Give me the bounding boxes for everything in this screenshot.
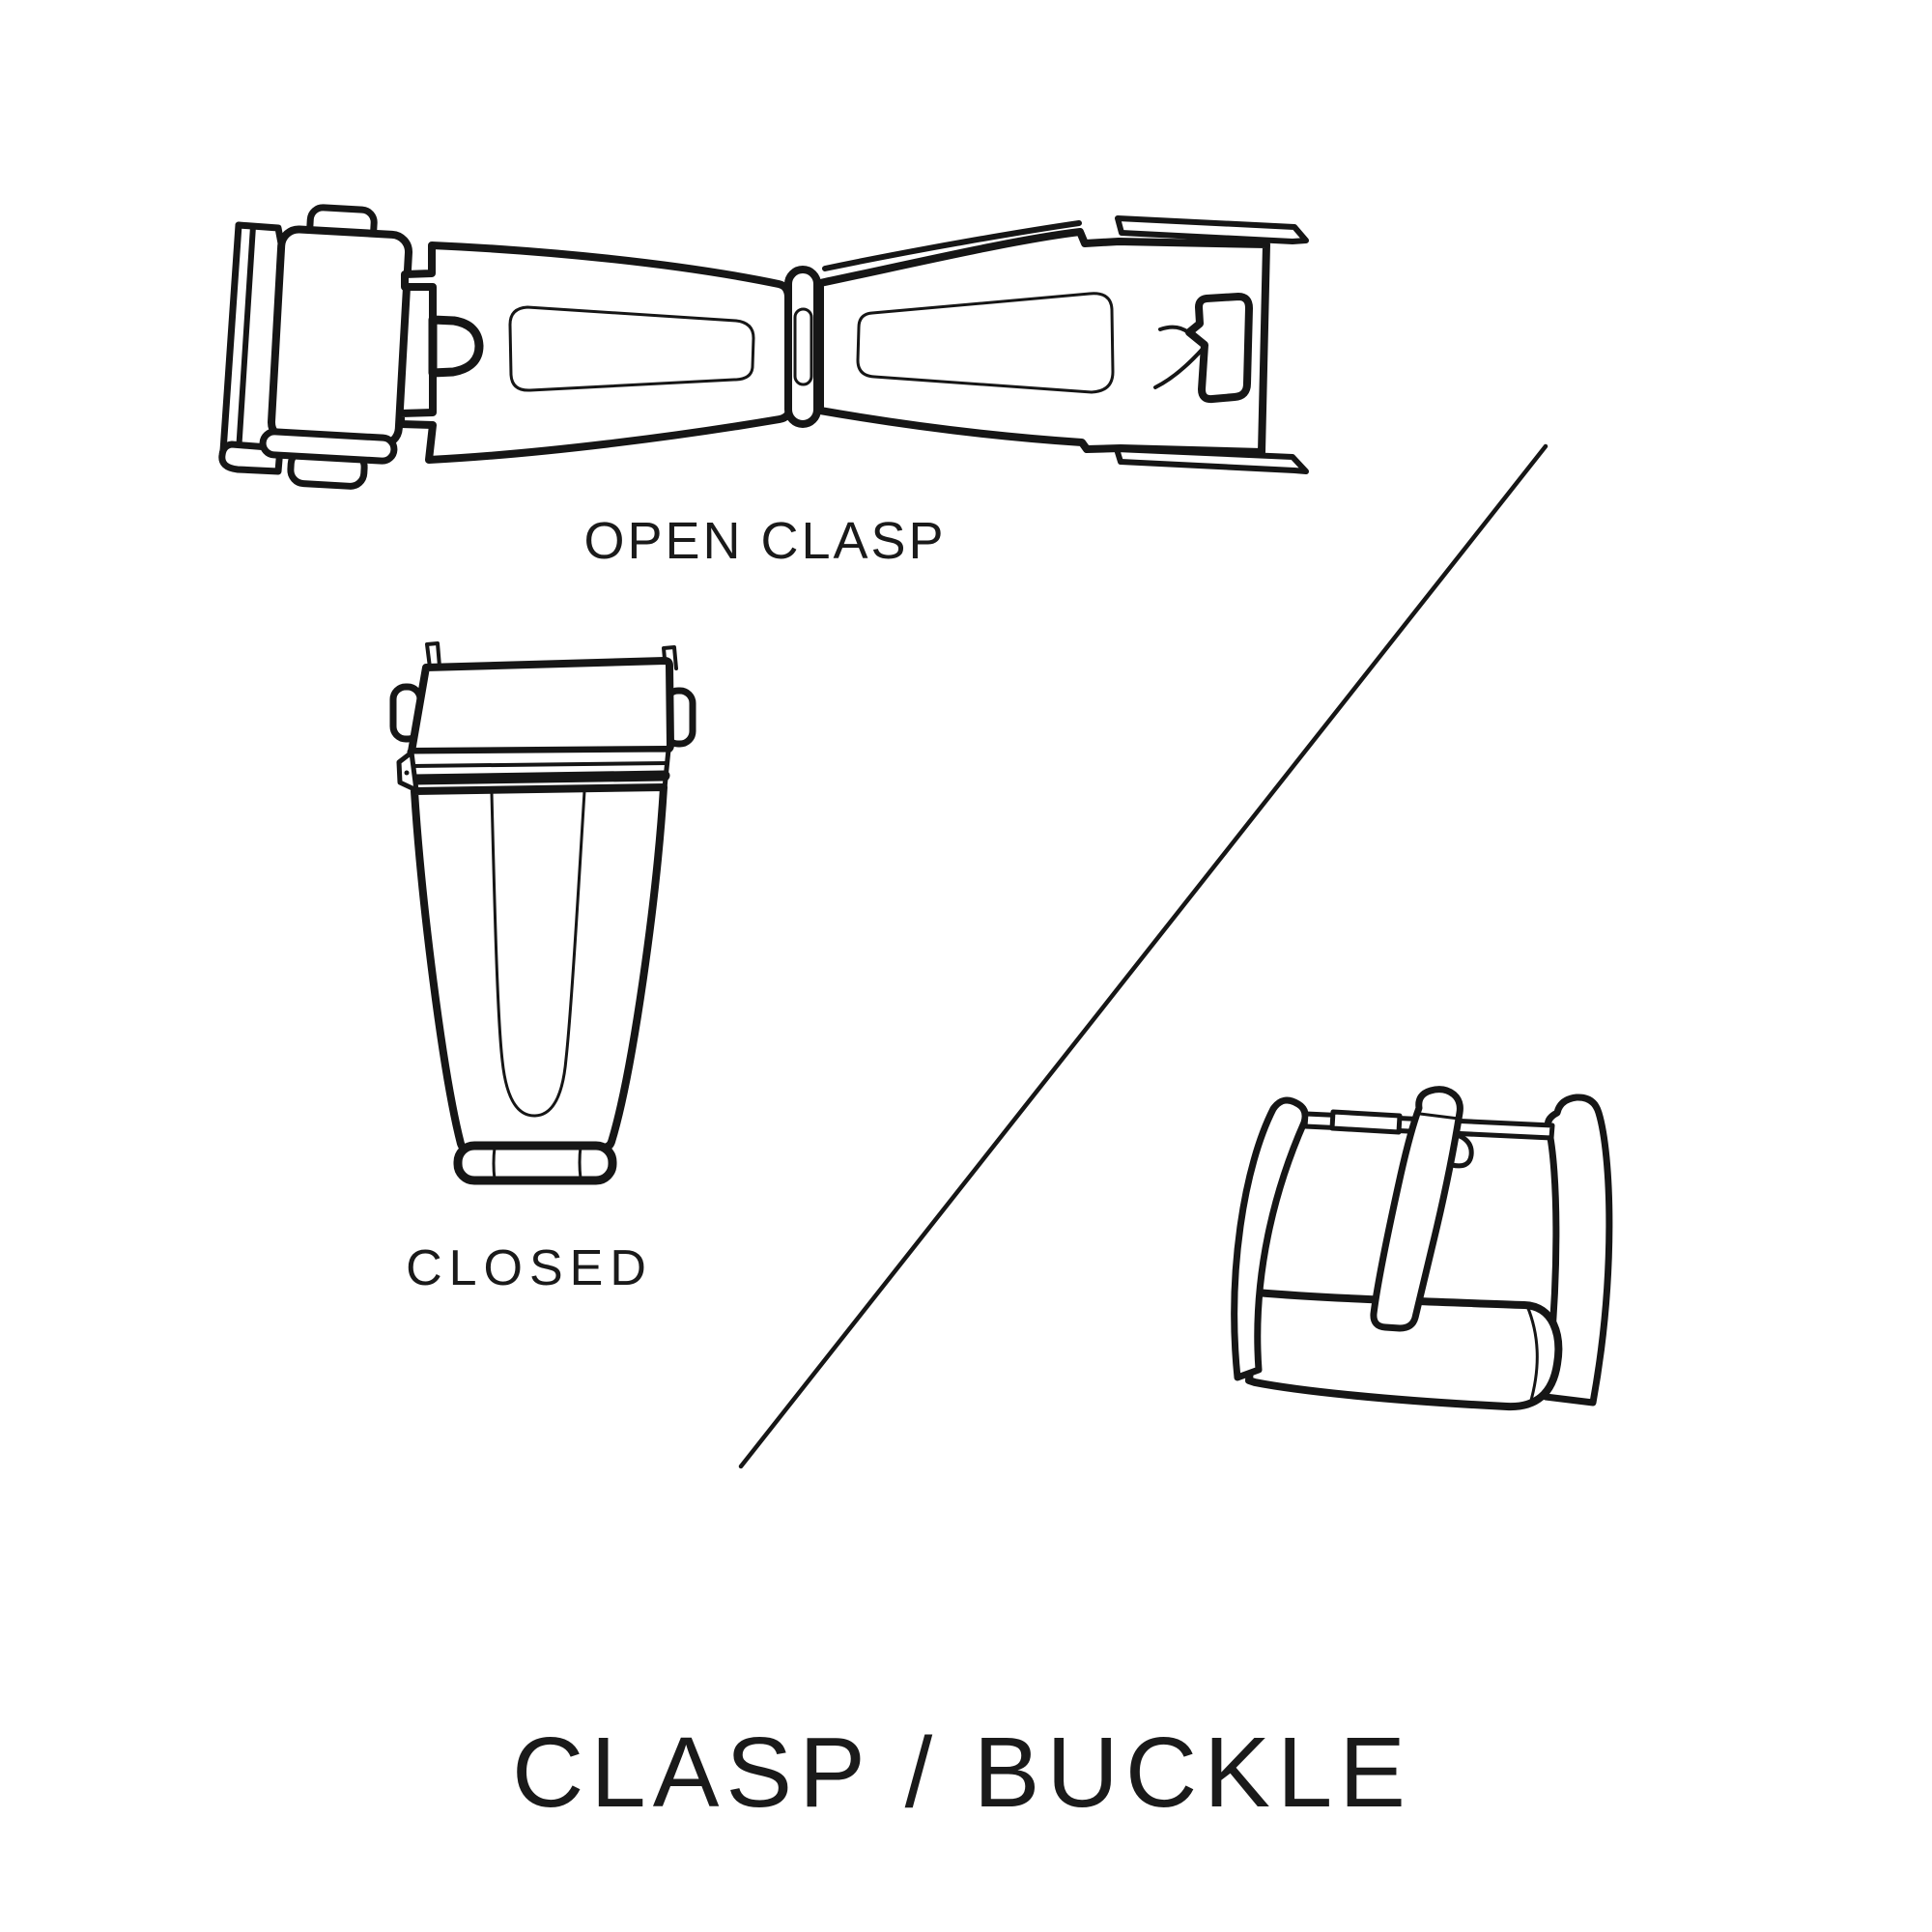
left-blade-window	[508, 305, 755, 392]
closed-lid	[408, 657, 674, 755]
catch-whisker-top	[1158, 325, 1190, 334]
buckle-illustration	[1231, 1086, 1613, 1411]
buckle-prong-fold-line	[1418, 1112, 1461, 1121]
open-clasp-illustration	[218, 204, 1309, 490]
buckle-prong	[1370, 1086, 1463, 1332]
closed-band-line	[410, 761, 668, 768]
open-clasp-label: OPEN CLASP	[583, 512, 947, 570]
closed-prong-left	[425, 641, 441, 669]
left-blade-d-notch	[428, 315, 484, 378]
closed-body	[411, 783, 668, 1153]
closed-bottom-bar	[453, 1141, 617, 1185]
closed-label: CLOSED	[406, 1240, 653, 1296]
end-link-outer-line	[219, 221, 242, 455]
right-end-top-flange	[1115, 215, 1309, 244]
closed-band-thick	[408, 770, 670, 785]
end-link-plate	[267, 225, 413, 449]
end-link-lip	[259, 428, 398, 465]
page-title: CLASP / BUCKLE	[512, 1717, 1412, 1828]
buckle-pin-sleeve	[1329, 1109, 1403, 1135]
closed-flap-dot	[404, 770, 410, 776]
end-link-top-cap	[235, 221, 285, 247]
end-link-inner-line	[236, 223, 256, 455]
buckle-body-endcap-line	[1525, 1304, 1539, 1406]
closed-bar-tick-right	[578, 1145, 582, 1180]
diagonal-divider-line	[738, 443, 1548, 1469]
closed-clasp-illustration	[389, 641, 696, 1185]
right-blade-top-edge-line	[822, 220, 1082, 271]
closed-window	[490, 789, 586, 1118]
hinge-pin	[793, 307, 813, 386]
closed-bar-tick-left	[492, 1146, 497, 1181]
catch-hook	[1185, 293, 1253, 404]
catch-whisker-bottom	[1153, 346, 1206, 389]
right-blade	[816, 228, 1270, 456]
right-blade-window	[856, 292, 1115, 394]
right-end-bottom-flange	[1114, 446, 1309, 474]
